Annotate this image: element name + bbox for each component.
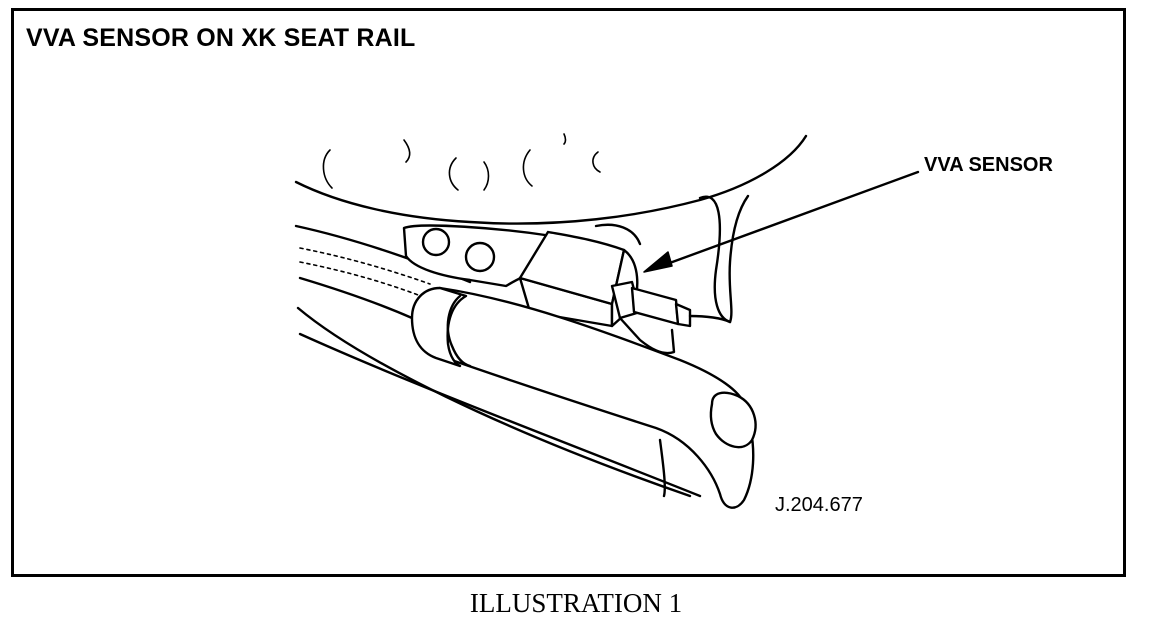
illustration-caption: ILLUSTRATION 1 [469,588,683,618]
seat-cushion-edge [698,194,750,324]
sensor-connector-tip [674,302,692,328]
figure-title: VVA SENSOR ON XK SEAT RAIL [26,24,416,52]
rail-hidden-line-1 [299,247,431,285]
sensor-wire [688,314,732,324]
rail-end-knob [709,391,757,449]
sensor-connector-body [630,286,680,326]
rail-channel-lower [298,276,414,320]
rail-hidden-line-2 [299,261,427,299]
rail-tube [438,286,755,509]
seat-cushion-outline [294,134,808,225]
callout-leader-line [654,170,920,270]
floor-line [298,332,702,498]
callout-arrowhead [643,251,673,273]
bracket-hole-1 [421,227,451,257]
vva-sensor-callout-label: VVA SENSOR [924,154,1053,176]
bracket-hole-2 [464,241,496,273]
drawing-reference-number: J.204.677 [775,494,863,516]
